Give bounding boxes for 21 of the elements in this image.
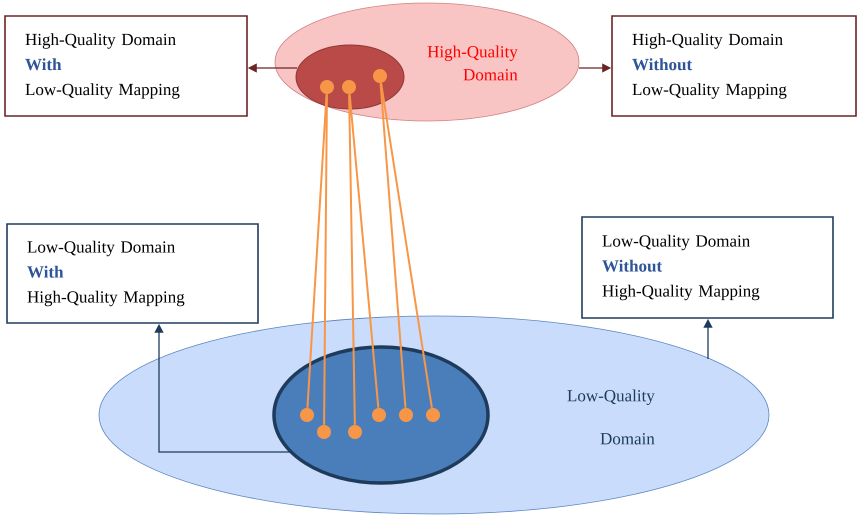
dot <box>348 425 362 439</box>
connector-line <box>323 94 328 425</box>
dot <box>342 80 356 94</box>
dot <box>373 69 387 83</box>
connector-line <box>380 83 406 408</box>
connector-line <box>380 82 433 408</box>
text-box: High-Quality Domain Without Low-Quality Mapping <box>611 15 857 117</box>
dot <box>317 425 331 439</box>
dot <box>399 408 413 422</box>
dot <box>320 80 334 94</box>
text-box: Low-Quality Domain With High-Quality Mapping <box>6 223 259 324</box>
connector-line <box>306 94 328 408</box>
text-box: High-Quality Domain With Low-Quality Mapping <box>4 15 248 117</box>
text-box: Low-Quality Domain Without High-Quality Mapping <box>581 216 834 319</box>
connector-line <box>348 94 380 408</box>
dot <box>300 408 314 422</box>
inner-ellipse <box>296 44 404 110</box>
dot <box>426 408 440 422</box>
connector-line <box>348 94 356 425</box>
inner-ellipse <box>272 345 490 485</box>
dot <box>372 408 386 422</box>
